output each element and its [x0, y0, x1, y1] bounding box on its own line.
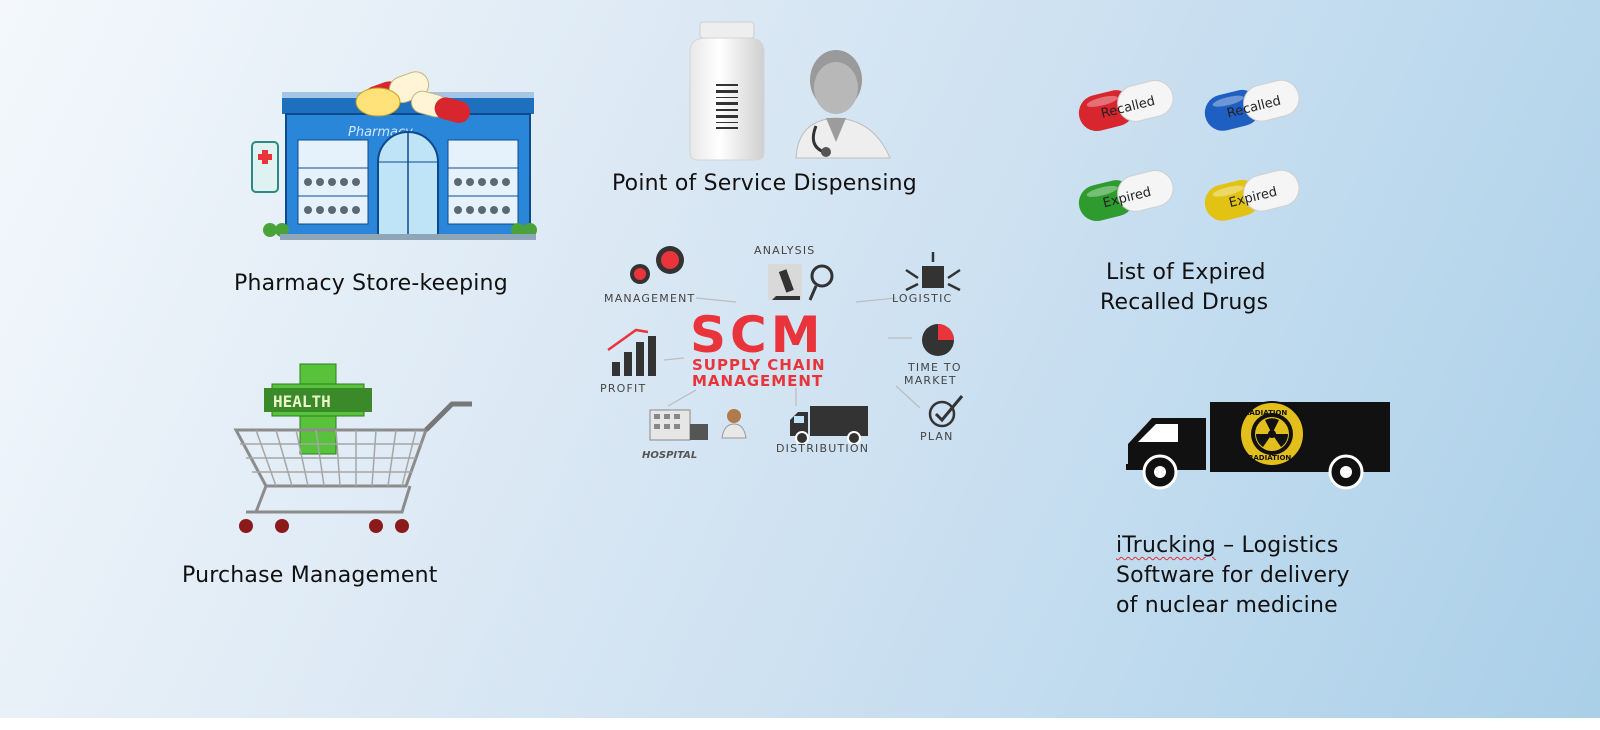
- itrucking-name: iTrucking: [1116, 533, 1216, 558]
- pharmacy-store-caption: Pharmacy Store-keeping: [234, 271, 508, 296]
- pos-dispensing-illustration: [689, 21, 891, 161]
- scm-label-management: MANAGEMENT: [604, 292, 695, 305]
- hospital-icon: [649, 409, 747, 441]
- pharmacy-store-illustration: Pharmacy: [251, 71, 537, 240]
- health-sign: HEALTH: [273, 392, 331, 411]
- scm-label-logistic: LOGISTIC: [892, 292, 952, 305]
- radiation-badge-icon: RADIATION RADIATION: [1239, 401, 1305, 467]
- purchase-management-caption: Purchase Management: [182, 563, 438, 588]
- pill-expired-yellow: Expired: [1204, 169, 1300, 221]
- scm-title: SCM: [690, 306, 824, 364]
- scm-diagram: ANALYSIS MANAGEMENT LOGISTIC SCM SUPPLY …: [600, 244, 964, 461]
- logistic-icon: [905, 252, 961, 292]
- profit-icon: [607, 328, 656, 376]
- scm-label-profit: PROFIT: [600, 382, 646, 395]
- recalled-expired-pills: Recalled Recalled Expired Expired: [1078, 79, 1300, 222]
- scm-label-distribution: DISTRIBUTION: [776, 442, 869, 455]
- time-to-market-icon: [922, 324, 954, 356]
- scm-subtitle-line2: MANAGEMENT: [692, 372, 823, 390]
- itrucking-caption: iTrucking – Logistics Software for deliv…: [1116, 533, 1350, 618]
- pill-recalled-blue: Recalled: [1204, 79, 1300, 131]
- analysis-icon: [768, 264, 834, 301]
- scm-label-time-to: TIME TO: [907, 361, 962, 374]
- svg-text:RADIATION: RADIATION: [1248, 454, 1291, 462]
- scm-label-market: MARKET: [904, 374, 957, 387]
- expired-recalled-caption: List of Expired Recalled Drugs: [1100, 260, 1269, 315]
- svg-text:RADIATION: RADIATION: [1244, 409, 1287, 417]
- plan-check-icon: [928, 395, 964, 428]
- scm-subtitle-line1: SUPPLY CHAIN: [692, 356, 826, 374]
- pill-recalled-red: Recalled: [1078, 80, 1174, 132]
- pill-expired-green: Expired: [1078, 170, 1174, 222]
- health-shopping-cart: HEALTH: [233, 363, 472, 533]
- management-gears-icon: [630, 246, 684, 284]
- scm-label-hospital: HOSPITAL: [642, 450, 697, 461]
- slide-bottom-edge: [0, 718, 1600, 730]
- pos-dispensing-caption: Point of Service Dispensing: [612, 171, 917, 196]
- scm-label-plan: PLAN: [920, 430, 954, 443]
- radiation-truck: RADIATION RADIATION: [1126, 401, 1390, 490]
- distribution-truck-icon: [790, 406, 868, 445]
- scm-label-analysis: ANALYSIS: [754, 244, 815, 257]
